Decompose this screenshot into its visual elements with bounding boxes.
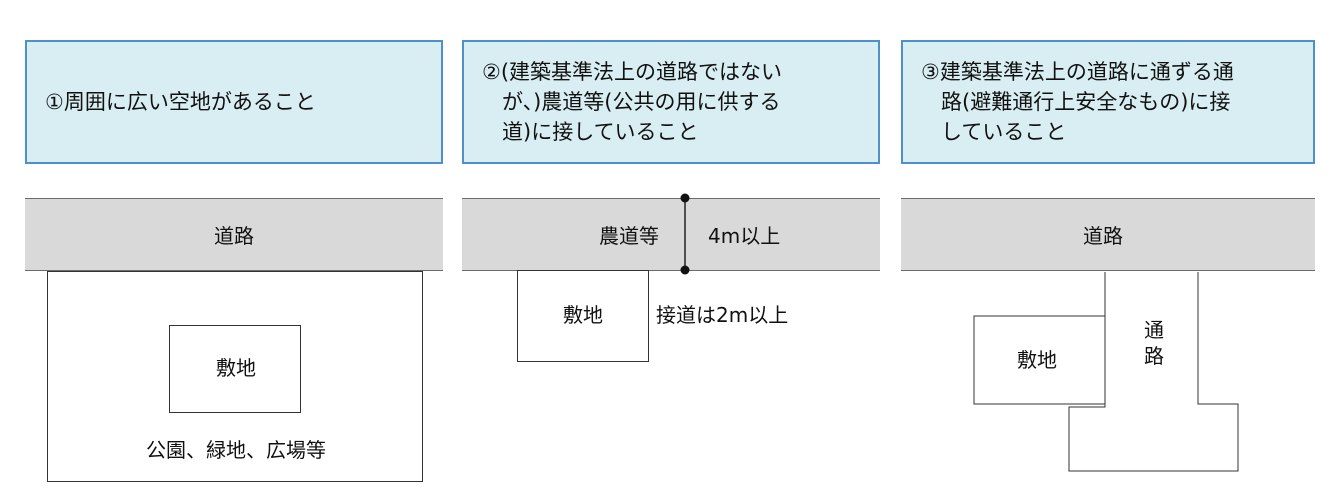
condition-3-note: ③建築基準法上の道路に通ずる通 路(避難通行上安全なもの)に接 していること — [901, 40, 1315, 164]
road-3-label: 道路 — [1083, 224, 1123, 248]
condition-1-text: ①周囲に広い空地があること — [45, 90, 316, 114]
farm-road-label: 農道等 — [599, 224, 659, 248]
passage-char-2: 路 — [1144, 344, 1164, 368]
condition-2-line-1: ②(建築基準法上の道路ではない — [482, 60, 783, 84]
dimension-dot-bottom — [680, 265, 690, 275]
condition-2-line-2: が、)農道等(公共の用に供する — [502, 90, 781, 114]
dimension-dot-top — [680, 193, 690, 203]
site-1-label: 敷地 — [216, 356, 256, 380]
site-1 — [169, 325, 301, 413]
condition-3-line-3: していること — [941, 120, 1067, 144]
condition-3-line-2: 路(避難通行上安全なもの)に接 — [941, 90, 1231, 114]
frontage-label: 接道は2m以上 — [656, 303, 789, 327]
site-2-label: 敷地 — [563, 303, 603, 327]
open-space-label: 公園、緑地、広場等 — [146, 438, 326, 462]
condition-3-line-1: ③建築基準法上の道路に通ずる通 — [921, 60, 1234, 84]
farm-road — [462, 198, 880, 271]
site-3 — [973, 315, 1106, 405]
passage-outline — [1068, 272, 1239, 472]
road-1 — [25, 198, 443, 271]
road-width-label: 4m以上 — [708, 224, 781, 248]
road-1-label: 道路 — [214, 224, 254, 248]
condition-1-note: ①周囲に広い空地があること — [25, 40, 443, 164]
condition-2-note: ②(建築基準法上の道路ではない が、)農道等(公共の用に供する 道)に接している… — [462, 40, 880, 164]
site-2 — [517, 270, 649, 362]
road-3 — [901, 198, 1315, 271]
site-3-label: 敷地 — [1017, 348, 1057, 372]
condition-2-line-3: 道)に接していること — [502, 120, 699, 144]
passage-char-1: 通 — [1144, 318, 1164, 342]
